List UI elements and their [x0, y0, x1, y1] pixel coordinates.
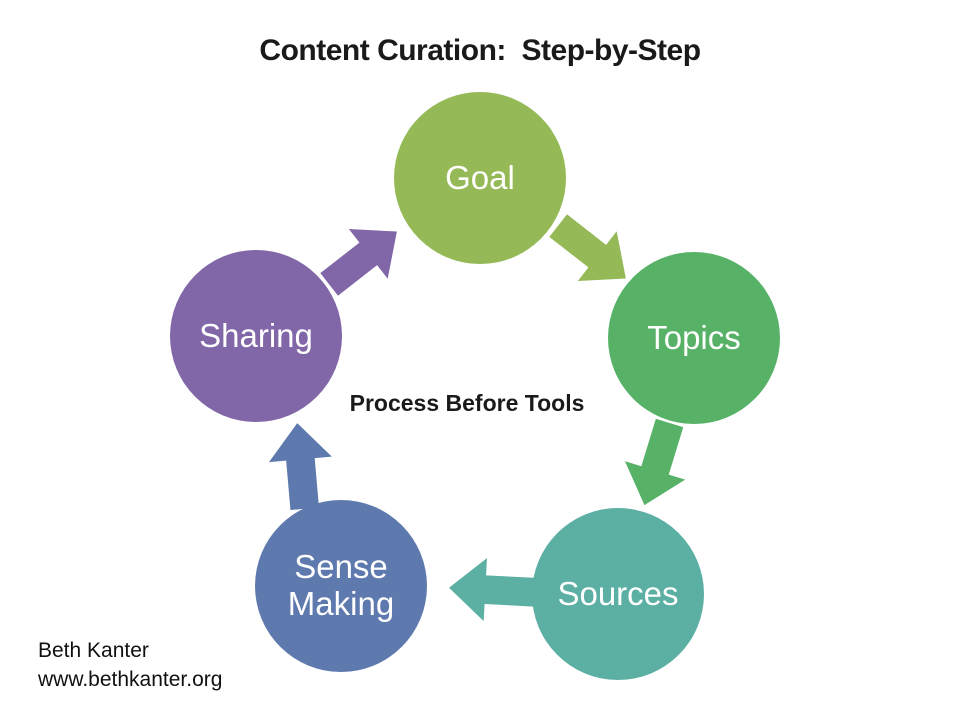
arrow-sharing-to-goal-icon: [307, 203, 419, 313]
node-sharing-label: Sharing: [199, 316, 313, 354]
node-goal-label: Goal: [445, 158, 515, 196]
footer: Beth Kanter www.bethkanter.org: [38, 636, 222, 695]
arrow-sources-to-sense-making-icon: [447, 552, 537, 628]
node-sense-making-label: Sense Making: [287, 548, 395, 622]
footer-author: Beth Kanter: [38, 639, 149, 662]
footer-website: www.bethkanter.org: [38, 668, 223, 692]
node-topics-label: Topics: [647, 318, 741, 356]
node-sense-making-circle: Sense Making: [255, 500, 427, 672]
page-title: Content Curation: Step-by-Step: [259, 34, 701, 67]
node-sharing-circle: Sharing: [170, 250, 342, 422]
arrow-goal-to-topics-icon: [536, 197, 648, 307]
arrow-sense-making-to-sharing-icon: [261, 420, 340, 512]
node-goal-circle: Goal: [394, 92, 566, 264]
node-sources-label: Sources: [557, 574, 679, 612]
center-caption: Process Before Tools: [349, 390, 585, 416]
arrow-topics-to-sources-icon: [610, 412, 704, 515]
node-topics-circle: Topics: [608, 252, 780, 424]
node-sources-circle: Sources: [532, 508, 704, 680]
